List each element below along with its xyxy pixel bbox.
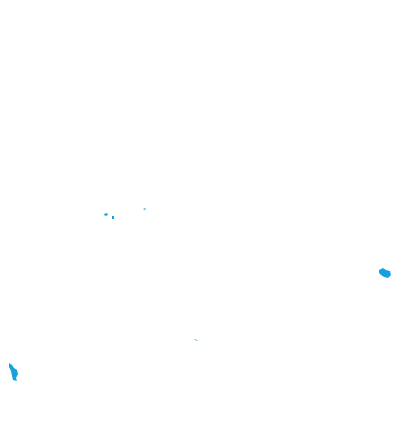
islet-shape: [194, 339, 198, 341]
island-east: [379, 268, 391, 278]
island-shape: [104, 213, 108, 216]
islet-south-center: [194, 339, 198, 341]
small-island-west-center: [104, 213, 114, 219]
small-island-center: [143, 208, 146, 210]
island-shape: [9, 363, 18, 381]
island-southwest: [9, 363, 18, 381]
island-shape: [143, 208, 146, 210]
island-shape: [379, 268, 391, 278]
island-shape: [112, 216, 114, 219]
